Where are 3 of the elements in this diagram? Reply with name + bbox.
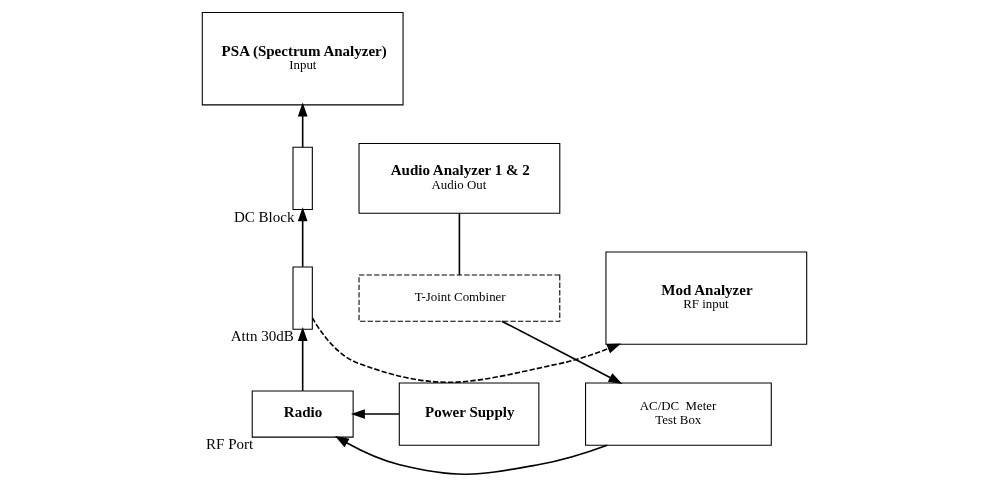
node-label: RF Port: [205, 436, 253, 453]
node-label: DC Block: [233, 208, 294, 225]
node-label: Attn 30dB: [230, 328, 294, 345]
